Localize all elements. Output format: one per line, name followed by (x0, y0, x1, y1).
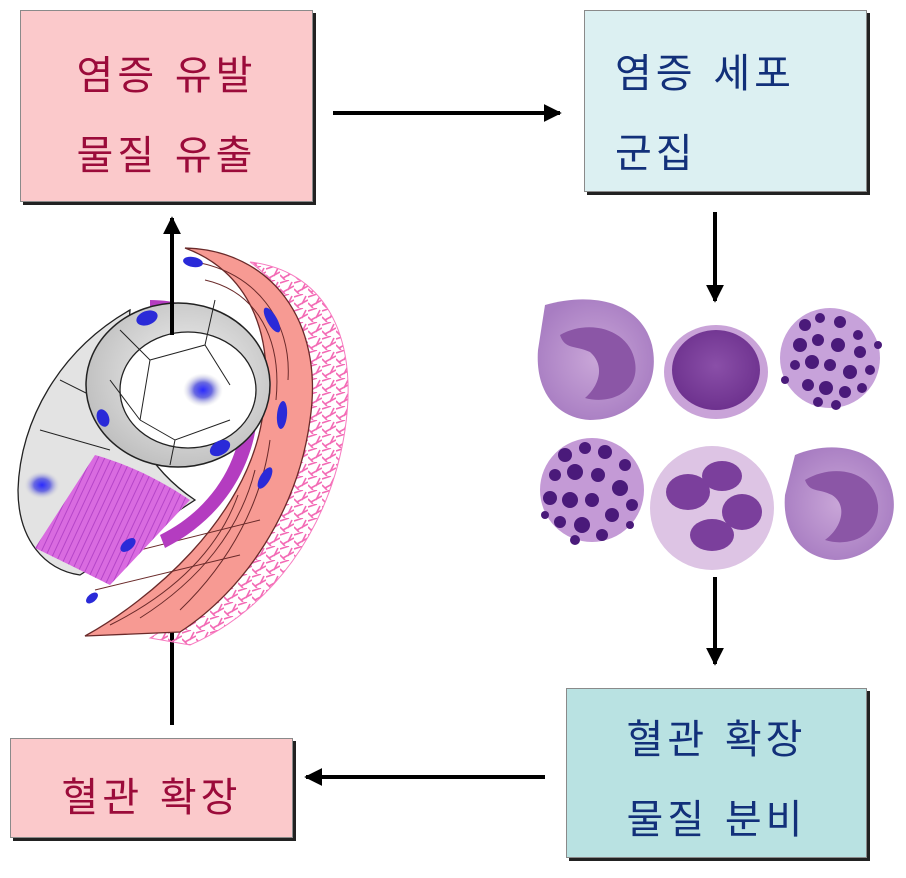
secrete-line-2: 물질 분비 (626, 797, 807, 843)
dilate-line-1: 혈관 확장 (61, 775, 242, 821)
release-mediators-box: 염증 유발 물질 유출 (20, 10, 313, 202)
eosinophil-cell (540, 438, 644, 545)
release-line-1: 염증 유발 (76, 53, 257, 99)
secrete-line-1: 혈관 확장 (626, 717, 807, 763)
inflammatory-cells-gather-box: 염증 세포 군집 (584, 10, 867, 192)
release-line-2: 물질 유출 (76, 133, 257, 179)
gather-line-2: 군집 (615, 131, 697, 177)
monocyte-cell-1 (537, 299, 654, 420)
gather-line-1: 염증 세포 (615, 51, 795, 97)
vasodilation-box: 혈관 확장 (10, 738, 293, 838)
flow-arrows (163, 104, 724, 786)
smooth-muscle-nuclei (86, 256, 288, 604)
neutrophil-cell (650, 446, 774, 570)
endothelial-nucleus (24, 471, 60, 499)
lymphocyte-cell (664, 325, 768, 419)
elastic-lamina (150, 300, 259, 548)
basement-membrane-cut (35, 455, 190, 585)
blood-vessel-illustration (17, 247, 349, 646)
vasodilator-secretion-box: 혈관 확장 물질 분비 (566, 688, 867, 858)
monocyte-cell-2 (784, 447, 894, 560)
lumen-nucleus (183, 373, 223, 407)
basophil-cell (780, 308, 882, 410)
inflammatory-cells-illustration (537, 299, 894, 570)
